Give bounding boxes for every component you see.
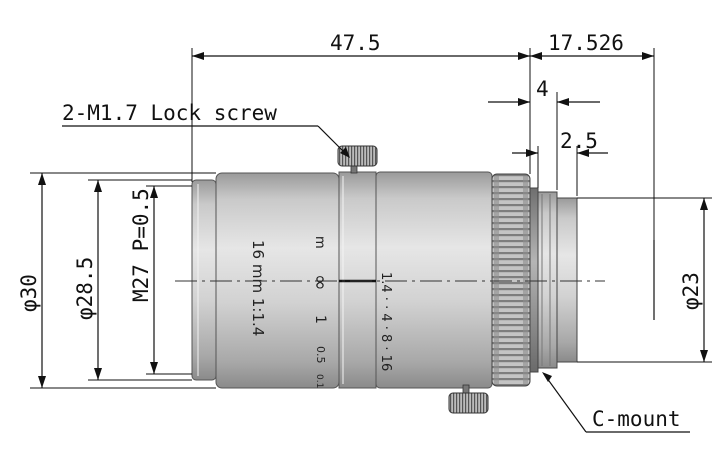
dimension-dia-28-5: φ28.5 [73, 179, 192, 381]
distance-0-5-marking: 0.5 [314, 346, 327, 364]
dimension-dia-30: φ30 [17, 172, 216, 389]
dimension-2-5: 2.5 [512, 129, 608, 196]
dia-30-label: φ30 [17, 274, 41, 312]
dimension-overall-length: 47.5 [191, 31, 531, 182]
overall-length-label: 47.5 [330, 31, 381, 55]
focal-marking: 16 mm 1:1.4 [249, 240, 267, 336]
mount-flange [529, 187, 539, 373]
dim-2-5-label: 2.5 [560, 129, 598, 153]
dimension-thread: M27 P=0.5 [129, 185, 192, 375]
unit-marking: m [312, 236, 327, 249]
dia-23-label: φ23 [679, 272, 703, 310]
back-length-label: 17.526 [548, 31, 624, 55]
distance-1-marking: 1 [312, 315, 328, 324]
dia-28-5-label: φ28.5 [73, 257, 97, 320]
thread-label: M27 P=0.5 [129, 188, 153, 302]
lock-screw-callout: 2-M1.7 Lock screw [62, 101, 350, 158]
dim-4-label: 4 [536, 77, 549, 101]
lock-screw-label: 2-M1.7 Lock screw [62, 101, 277, 125]
lock-screw-bottom [448, 384, 489, 414]
lock-screw-top [337, 145, 378, 174]
dimension-dia-23: φ23 [577, 197, 712, 363]
rear-barrel [556, 197, 578, 363]
dimension-back-length: 17.526 [530, 31, 655, 240]
aperture-scale: 1.4 · · 4 · 8 · 16 [378, 272, 393, 371]
c-mount-label: C-mount [592, 407, 681, 431]
lens-body: 16 mm 1:1.4 m ∞ 1 0.5 0.1 1.4 · · 4 · 8 … [191, 145, 578, 414]
mount-thread [537, 191, 558, 369]
distance-0-1-marking: 0.1 [314, 374, 324, 388]
dimension-4: 4 [488, 77, 600, 190]
front-ring [191, 179, 217, 381]
infinity-marking: ∞ [309, 274, 333, 291]
c-mount-callout: C-mount [542, 372, 690, 433]
